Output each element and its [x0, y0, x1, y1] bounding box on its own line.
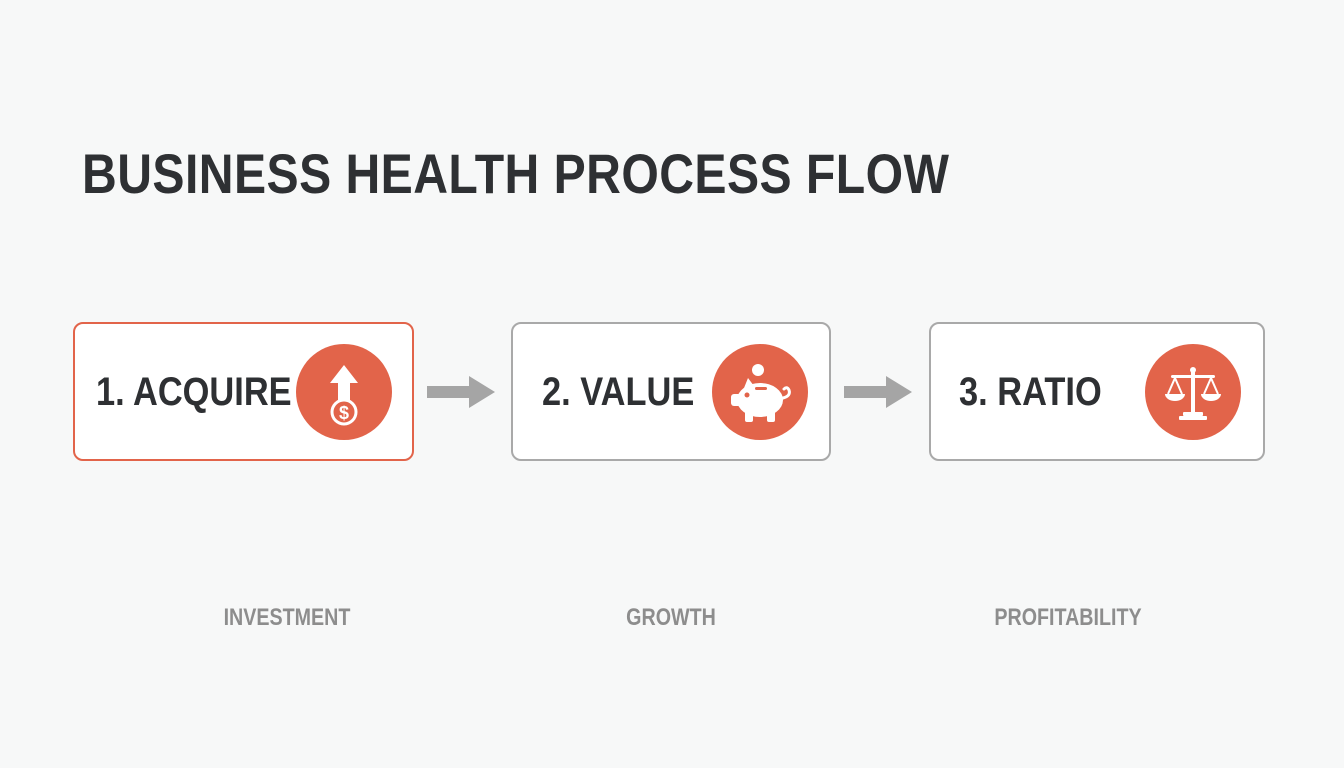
balance-scale-icon: [1145, 344, 1241, 440]
step-acquire-label: 1. ACQUIRE: [96, 370, 292, 414]
flow-arrow-2: [844, 374, 912, 410]
step-value-box: 2. VALUE: [511, 322, 831, 461]
flow-arrow-1: [427, 374, 495, 410]
step-acquire-box: 1. ACQUIRE $: [73, 322, 414, 461]
diagram-title: BUSINESS HEALTH PROCESS FLOW: [82, 142, 950, 205]
piggy-bank-icon: [712, 344, 808, 440]
category-growth-label: GROWTH: [626, 604, 716, 631]
category-profitability-label: PROFITABILITY: [994, 604, 1142, 631]
svg-text:$: $: [339, 403, 349, 423]
dollar-coin-up-arrow-icon: $: [296, 344, 392, 440]
step-ratio-label: 3. RATIO: [959, 370, 1102, 414]
step-ratio-box: 3. RATIO: [929, 322, 1265, 461]
category-investment-label: INVESTMENT: [223, 604, 351, 631]
step-value-label: 2. VALUE: [542, 370, 695, 414]
